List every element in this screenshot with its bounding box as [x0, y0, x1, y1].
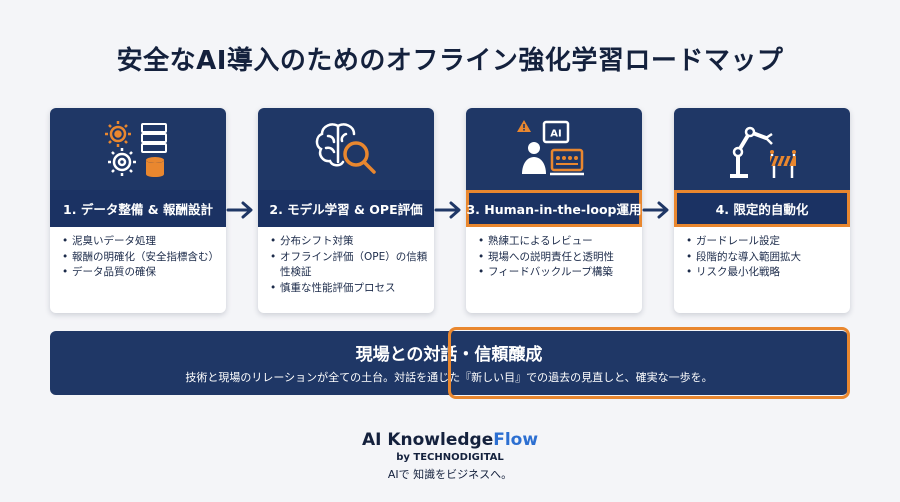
step-2-list: 分布シフト対策 オフライン評価（OPE）の信頼性検証 慎重な性能評価プロセス: [270, 234, 428, 296]
list-item: オフライン評価（OPE）の信頼性検証: [270, 250, 428, 281]
list-item: データ品質の確保: [62, 265, 220, 281]
step-4-label: 4. 限定的自動化: [674, 190, 850, 227]
step-card-2: 2. モデル学習 & OPE評価 分布シフト対策 オフライン評価（OPE）の信頼…: [258, 108, 434, 313]
gears-database-icon: [105, 121, 167, 177]
step-card-3: AI 3. Human-in-the-loop運用 熟練工によるレビュー 現場へ…: [466, 108, 642, 313]
brand-name-part-a: AI Knowledge: [361, 430, 494, 450]
list-item: 現場への説明責任と透明性: [478, 250, 636, 266]
page-title: 安全なAI導入のためのオフライン強化学習ロードマップ: [116, 46, 784, 76]
list-item: 熟練工によるレビュー: [478, 234, 636, 250]
step-1-header: [50, 108, 226, 190]
arrow-right-icon: [226, 201, 253, 219]
robot-arm-barrier-icon: [730, 126, 796, 178]
list-item: 段階的な導入範囲拡大: [686, 250, 844, 266]
brand-name: AI KnowledgeFlow: [0, 430, 900, 450]
step-2-label: 2. モデル学習 & OPE評価: [258, 190, 434, 227]
brain-magnifier-icon: [315, 123, 376, 174]
list-item: リスク最小化戦略: [686, 265, 844, 281]
brand-tagline: AIで 知識をビジネスへ。: [387, 468, 513, 481]
step-card-4: 4. 限定的自動化 ガードレール設定 段階的な導入範囲拡大 リスク最小化戦略: [674, 108, 850, 313]
step-1-label: 1. データ整備 & 報酬設計: [50, 190, 226, 227]
step-3-label: 3. Human-in-the-loop運用: [466, 190, 642, 227]
operator-monitor-icon: AI: [517, 120, 584, 176]
step-3-header: AI: [466, 108, 642, 190]
step-3-list: 熟練工によるレビュー 現場への説明責任と透明性 フィードバックループ構築: [478, 234, 636, 281]
step-2-header: [258, 108, 434, 190]
step-4-list: ガードレール設定 段階的な導入範囲拡大 リスク最小化戦略: [686, 234, 844, 281]
list-item: 報酬の明確化（安全指標含む）: [62, 250, 220, 266]
step-1-list: 泥臭いデータ処理 報酬の明確化（安全指標含む） データ品質の確保: [62, 234, 220, 281]
brand-name-part-b: Flow: [493, 430, 539, 450]
brand-by: by TECHNODIGITAL: [396, 452, 504, 463]
monitor-ai-label: AI: [550, 129, 561, 140]
list-item: 泥臭いデータ処理: [62, 234, 220, 250]
list-item: 慎重な性能評価プロセス: [270, 281, 428, 297]
step-4-header: [674, 108, 850, 190]
list-item: 分布シフト対策: [270, 234, 428, 250]
step-card-1: 1. データ整備 & 報酬設計 泥臭いデータ処理 報酬の明確化（安全指標含む） …: [50, 108, 226, 313]
dialog-accent-frame: [448, 327, 850, 399]
arrow-right-icon: [642, 201, 669, 219]
list-item: ガードレール設定: [686, 234, 844, 250]
arrow-right-icon: [434, 201, 461, 219]
list-item: フィードバックループ構築: [478, 265, 636, 281]
